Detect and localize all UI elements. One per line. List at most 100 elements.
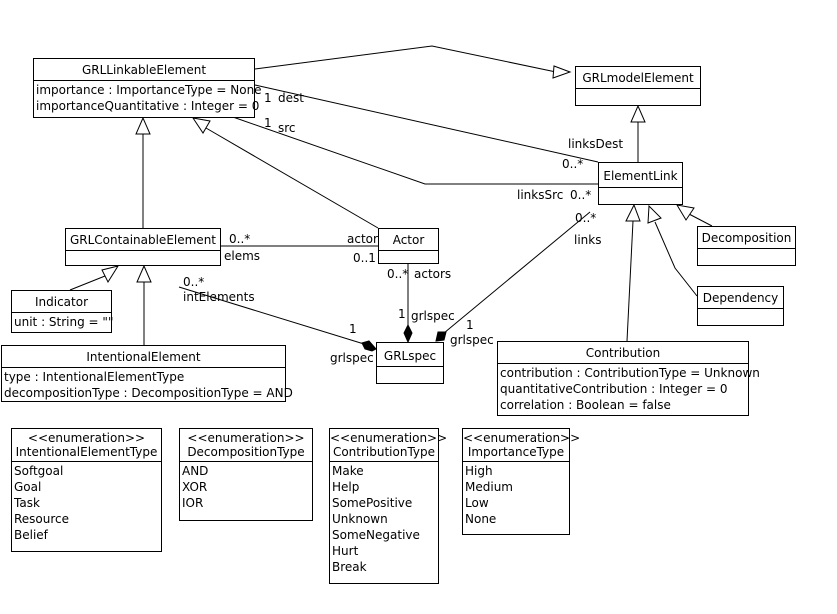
arrowhead-actor-to-linkable bbox=[191, 117, 211, 134]
links-src-role: linksSrc bbox=[517, 188, 564, 202]
links-dest-role: linksDest bbox=[568, 137, 624, 151]
enum-literal: AND bbox=[182, 464, 209, 478]
enum-literals: AND XOR IOR bbox=[180, 462, 312, 512]
enum-stereotype: <<enumeration>> bbox=[330, 431, 448, 445]
enum-literals: Make Help SomePositive Unknown SomeNegat… bbox=[330, 462, 438, 576]
class-name: Contribution bbox=[498, 342, 748, 364]
attribute-item: type : IntentionalElementType bbox=[4, 370, 185, 384]
class-grl-spec[interactable]: GRLspec bbox=[376, 342, 444, 384]
attribute-item: correlation : Boolean = false bbox=[500, 398, 671, 412]
class-indicator[interactable]: Indicator unit : String = "" bbox=[11, 290, 113, 333]
src-multiplicity: 1 bbox=[264, 116, 272, 130]
generalization-actor-to-linkable bbox=[205, 127, 379, 229]
class-intentional-element[interactable]: IntentionalElement type : IntentionalEle… bbox=[1, 345, 293, 402]
class-name: Dependency bbox=[698, 287, 783, 309]
attribute-item: decompositionType : DecompositionType = … bbox=[4, 386, 293, 400]
generalization-contribution-to-elementlink bbox=[626, 220, 634, 342]
enum-literal: None bbox=[465, 512, 497, 526]
actor-multiplicity: 0..1 bbox=[353, 251, 376, 265]
attribute-list: unit : String = "" bbox=[12, 313, 113, 331]
class-name: ElementLink bbox=[599, 163, 682, 188]
class-actor[interactable]: Actor bbox=[378, 228, 439, 264]
links-multiplicity: 0..* bbox=[575, 211, 597, 225]
class-name: GRLLinkableElement bbox=[34, 59, 254, 81]
enum-literal: High bbox=[465, 464, 493, 478]
links-src-multiplicity: 0..* bbox=[570, 188, 592, 202]
class-name: GRLmodelElement bbox=[576, 67, 700, 89]
elems-role: elems bbox=[224, 249, 261, 263]
attribute-item: quantitativeContribution : Integer = 0 bbox=[500, 382, 728, 396]
arrowhead-indicator-to-containable bbox=[101, 265, 120, 284]
enum-literals: Softgoal Goal Task Resource Belief bbox=[12, 462, 161, 544]
enum-name: IntentionalElementType bbox=[12, 445, 161, 462]
arrowhead-intentional-to-containable bbox=[136, 264, 152, 283]
class-dependency[interactable]: Dependency bbox=[697, 286, 784, 326]
class-name: Decomposition bbox=[698, 227, 795, 249]
enum-literal: Make bbox=[332, 464, 364, 478]
grlspec-actor-multiplicity: 1 bbox=[398, 307, 406, 321]
dest-role: dest bbox=[278, 91, 304, 105]
arrowhead-containable-to-linkable bbox=[135, 116, 151, 135]
enum-intentional-element-type[interactable]: <<enumeration>> IntentionalElementType S… bbox=[11, 428, 162, 552]
enum-stereotype: <<enumeration>> bbox=[27, 431, 146, 445]
generalization-decomposition-to-elementlink bbox=[688, 213, 713, 227]
grlspec-links-role: grlspec bbox=[450, 333, 494, 347]
enum-literals: High Medium Low None bbox=[463, 462, 569, 528]
class-contribution[interactable]: Contribution contribution : Contribution… bbox=[497, 341, 760, 416]
class-decomposition[interactable]: Decomposition bbox=[697, 226, 796, 266]
enum-literal: SomeNegative bbox=[332, 528, 420, 542]
attribute-item: importanceQuantitative : Integer = 0 bbox=[36, 99, 260, 113]
arrowhead-dependency-to-elementlink bbox=[647, 204, 662, 224]
int-elements-multiplicity: 0..* bbox=[183, 275, 205, 289]
enum-literal: XOR bbox=[182, 480, 208, 494]
enum-stereotype: <<enumeration>> bbox=[187, 431, 305, 445]
dest-multiplicity: 1 bbox=[264, 91, 272, 105]
generalization-linkable-to-model bbox=[254, 45, 557, 73]
arrowhead-elementlink-to-model bbox=[630, 104, 646, 123]
grlspec-int-multiplicity: 1 bbox=[349, 322, 357, 336]
association-src bbox=[229, 115, 598, 185]
attribute-list: type : IntentionalElementType decomposit… bbox=[2, 368, 293, 402]
composition-int-elements bbox=[178, 286, 365, 345]
grlspec-actor-role: grlspec bbox=[411, 309, 455, 323]
diamond-int-elements bbox=[361, 340, 377, 352]
attribute-item: importance : ImportanceType = None bbox=[36, 83, 262, 97]
enum-literal: Softgoal bbox=[14, 464, 64, 478]
attribute-list: importance : ImportanceType = None impor… bbox=[34, 81, 262, 115]
arrowhead-decomposition-to-elementlink bbox=[676, 204, 695, 221]
enum-decomposition-type[interactable]: <<enumeration>> DecompositionType AND XO… bbox=[179, 428, 313, 521]
class-grl-model-element[interactable]: GRLmodelElement bbox=[575, 66, 701, 106]
class-element-link[interactable]: ElementLink bbox=[598, 162, 683, 205]
enum-literal: Low bbox=[465, 496, 489, 510]
arrowhead-contribution-to-elementlink bbox=[625, 203, 641, 222]
generalization-dependency-to-elementlink bbox=[654, 221, 698, 297]
actor-role: actor bbox=[347, 232, 378, 246]
enum-literal: Help bbox=[332, 480, 360, 494]
actors-multiplicity: 0..* bbox=[387, 267, 409, 281]
enum-stereotype: <<enumeration>> bbox=[463, 431, 581, 445]
class-name: GRLspec bbox=[377, 343, 443, 367]
enum-literal: Hurt bbox=[332, 544, 359, 558]
enum-literal: Medium bbox=[465, 480, 513, 494]
enum-literal: Goal bbox=[14, 480, 42, 494]
enum-literal: Resource bbox=[14, 512, 70, 526]
links-role: links bbox=[574, 233, 602, 247]
int-elements-role: intElements bbox=[183, 290, 255, 304]
elems-multiplicity: 0..* bbox=[229, 232, 251, 246]
class-name: Actor bbox=[379, 229, 438, 251]
enum-importance-type[interactable]: <<enumeration>> ImportanceType High Medi… bbox=[462, 428, 581, 535]
arrowhead-linkable-to-model bbox=[552, 65, 572, 79]
grlspec-int-role: grlspec bbox=[330, 351, 374, 365]
enum-literal: Break bbox=[332, 560, 367, 574]
diamond-actors bbox=[403, 323, 413, 344]
diamond-links bbox=[435, 331, 447, 342]
enum-literal: Task bbox=[14, 496, 40, 510]
class-grl-containable-element[interactable]: GRLContainableElement bbox=[65, 228, 221, 266]
class-grl-linkable-element[interactable]: GRLLinkableElement importance : Importan… bbox=[33, 58, 262, 118]
src-role: src bbox=[278, 121, 296, 135]
enum-contribution-type[interactable]: <<enumeration>> ContributionType Make He… bbox=[329, 428, 448, 584]
enum-literal: IOR bbox=[182, 496, 204, 510]
links-dest-multiplicity: 0..* bbox=[562, 157, 584, 171]
